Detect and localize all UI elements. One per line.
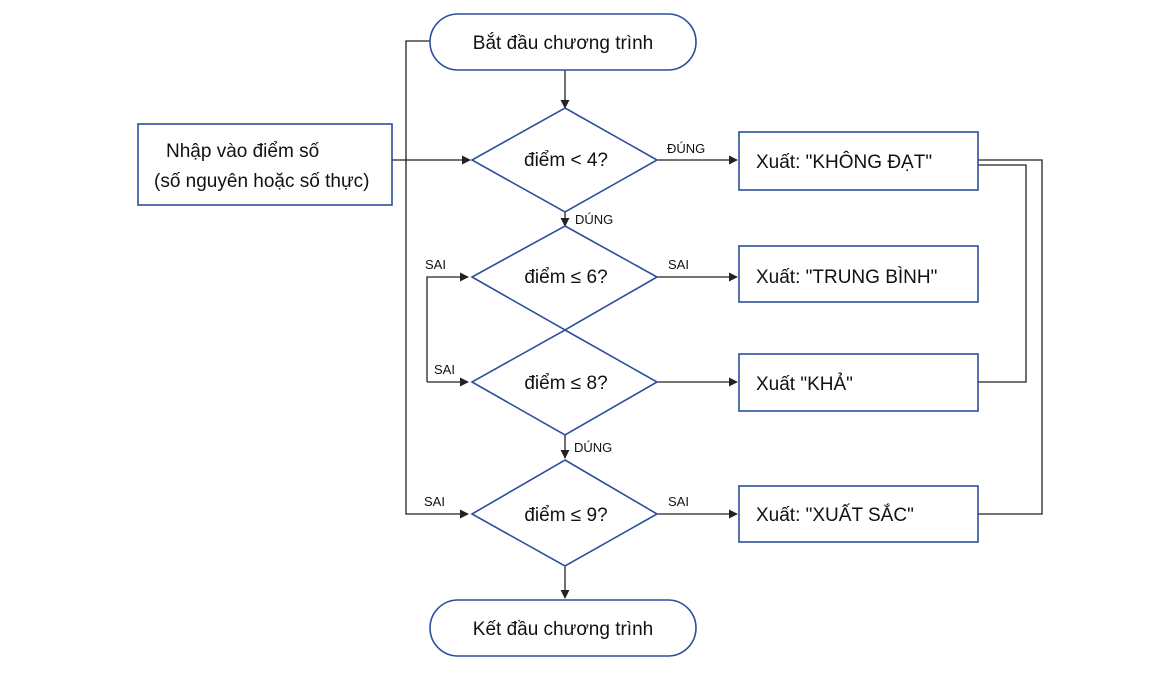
end-node-label: Kết đầu chương trình [473,619,653,640]
decision-d2-label: điểm ≤ 6? [524,267,607,288]
input-node: Nhập vào điểm số (số nguyên hoặc số thực… [137,123,393,206]
edge-label-d2-left: SAI [425,257,446,272]
decision-d1-shape [470,107,659,213]
connector-o1-merge-inner [978,164,1027,383]
input-node-line2: (số nguyên hoặc số thực) [154,171,370,192]
decision-d4: điểm ≤ 9? [470,459,659,567]
connector-d3-loop-to-d2 [426,272,469,382]
decision-d3: điểm ≤ 8? [470,329,659,436]
output-o3-shape [738,353,979,412]
decision-d1: điểm < 4? [470,107,659,213]
start-node-label: Bắt đầu chương trình [473,32,653,54]
connectors [392,40,1043,599]
decision-d2: điểm ≤ 6? [470,225,659,331]
output-o4-shape [738,485,979,543]
decision-d1-label: điểm < 4? [524,150,608,171]
output-o3: Xuất "KHẢ" [738,353,979,412]
end-node: Kết đầu chương trình [429,599,697,657]
edge-label-d4-left: SAI [424,494,445,509]
decision-d3-shape [470,329,659,436]
input-node-line1: Nhập vào điểm số [166,141,320,162]
output-o3-label: Xuất "KHẢ" [756,373,853,395]
decision-d4-shape [470,459,659,567]
edge-label-d3-left: SAI [434,362,455,377]
output-o4: Xuất: "XUẤT SẮC" [738,485,979,543]
edge-label-d2-right: SAI [668,257,689,272]
edge-labels: ĐÚNG DÚNG SAI SAI SAI DÚNG SAI SAI [424,141,705,509]
output-o2-shape [738,245,979,303]
output-o1-shape [738,131,979,191]
output-o4-label: Xuất: "XUẤT SẮC" [756,504,914,526]
output-o2-label: Xuất: "TRUNG BÌNH" [756,267,937,288]
input-node-shape [137,123,393,206]
decision-d3-label: điểm ≤ 8? [524,373,607,394]
edge-label-d3-down: DÚNG [574,440,612,455]
start-node: Bắt đầu chương trình [429,13,697,71]
output-o2: Xuất: "TRUNG BÌNH" [738,245,979,303]
connector-o1-merge [978,159,1043,515]
edge-label-d1-right: ĐÚNG [667,141,705,156]
connector-start-loop-to-d4 [405,40,469,519]
output-o1-label: Xuất: "KHÔNG ĐẠT" [756,151,932,173]
start-node-shape [429,13,697,71]
decision-d4-label: điểm ≤ 9? [524,505,607,526]
edge-label-d4-right: SAI [668,494,689,509]
end-node-shape [429,599,697,657]
output-o1: Xuất: "KHÔNG ĐẠT" [738,131,979,191]
edge-label-d1-down: DÚNG [575,212,613,227]
